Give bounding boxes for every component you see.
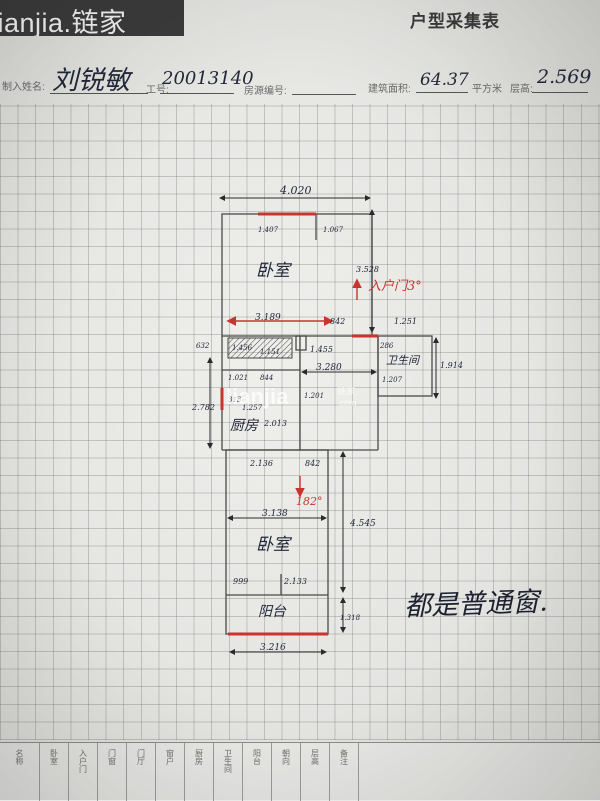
- dimension-lines: [207, 195, 439, 655]
- table-header-cell: 卫生间: [214, 743, 243, 801]
- top-sub-left-label: 1.407: [258, 226, 279, 234]
- table-header-cell: 厨房: [185, 743, 214, 801]
- entrance-door-label: 入户门3°: [368, 279, 422, 294]
- kitchen-a-label: 313: [228, 396, 242, 404]
- bottom-sub-left-label: 999: [233, 577, 248, 586]
- side-room-walls: [377, 335, 433, 397]
- small-a-label: 1.021: [228, 374, 248, 382]
- bottom-bedroom-label: 卧室: [256, 535, 293, 555]
- table-header-cell: 名称: [0, 743, 40, 801]
- employee-id-underline: [160, 93, 234, 94]
- table-header-cell: 卧室: [40, 743, 69, 801]
- top-sub-right-label: 1.067: [323, 226, 344, 234]
- bottom-width-label: 3.138: [262, 509, 288, 519]
- middle-span-label: 3.280: [316, 363, 342, 373]
- top-bedroom-label: 卧室: [256, 261, 293, 281]
- floor-area-value: 64.37: [420, 70, 469, 90]
- side-room-b-label: 1.207: [382, 376, 403, 384]
- bath-b-label: 1.151: [260, 348, 280, 356]
- middle-dim-mid-label: 842: [330, 317, 345, 326]
- balcony-depth-label: 1.318: [340, 614, 361, 622]
- watermark-brand: lianjia: [226, 384, 289, 409]
- floor-area-label: 建筑面积:: [368, 84, 411, 95]
- table-header-cell: 窗户: [156, 743, 185, 801]
- floor-area-unit: 平方米: [472, 84, 502, 95]
- table-header-cell: 朝向: [272, 743, 301, 801]
- name-underline: [50, 93, 148, 94]
- middle-dim-right-label: 1.251: [394, 317, 417, 326]
- left-offset-label: 632: [196, 342, 210, 350]
- form-title: 户型采集表: [410, 12, 500, 31]
- left-height-label: 2.782: [191, 403, 215, 412]
- bottom-form-table: 名称 卧室 入户门 门窗 门厅 窗户 厨房 卫生间 阳台 朝向 层高 备注: [0, 742, 600, 801]
- top-width-label: 4.020: [279, 184, 312, 197]
- kitchen-b-label: 1.257: [242, 404, 263, 412]
- red-markings: [220, 212, 378, 636]
- watermark-suffix: .com: [337, 398, 357, 408]
- bath-a-label: 1.456: [232, 344, 253, 352]
- table-header-cell: 门厅: [127, 743, 156, 801]
- ceiling-height-label: 层高:: [510, 84, 533, 95]
- top-depth-label: 3.528: [356, 265, 379, 274]
- side-room-a-label: 286: [379, 342, 394, 350]
- balcony-width-label: 3.216: [260, 643, 286, 653]
- side-room-label: 卫生间: [386, 354, 421, 367]
- middle-dim-left-label: 3.189: [255, 313, 281, 323]
- name-value: 刘锐敏: [52, 66, 131, 96]
- lower-dim-mid-label: 842: [305, 459, 320, 468]
- balcony-label: 阳台: [258, 604, 287, 620]
- kitchen-width-label: 2.013: [263, 419, 287, 428]
- small-b-label: 844: [260, 374, 273, 382]
- table-header-cell: 门窗: [98, 743, 127, 801]
- table-header-cell: 备注: [330, 743, 359, 801]
- center-label: 1.455: [310, 345, 333, 354]
- bottom-sub-right-label: 2.133: [283, 577, 307, 586]
- top-bedroom-walls: [221, 213, 373, 337]
- orientation-label: 182°: [296, 495, 323, 508]
- bottom-depth-label: 4.545: [349, 519, 376, 529]
- floor-area-underline: [416, 92, 468, 93]
- listing-id-underline: [292, 94, 356, 95]
- red-arrows: [226, 278, 362, 498]
- employee-id-value: 20013140: [162, 68, 254, 89]
- name-label: 制入姓名:: [2, 82, 45, 93]
- listing-id-label: 房源编号:: [244, 86, 287, 97]
- table-header-cell: 层高: [301, 743, 330, 801]
- side-room-height-label: 1.914: [440, 361, 463, 370]
- watermark-cn: 链家: [337, 385, 355, 396]
- lower-dim-left-label: 2.136: [249, 459, 273, 468]
- kitchen-label: 厨房: [230, 418, 259, 434]
- ceiling-height-underline: [532, 92, 588, 93]
- brand-logo: lianjia.链家: [0, 8, 127, 36]
- table-header-cell: 阳台: [243, 743, 272, 801]
- employee-id-label: 工号:: [146, 85, 169, 96]
- handwritten-remark: 都是普通窗.: [403, 586, 549, 623]
- column-label: 1.201: [304, 392, 324, 400]
- column-box: [295, 335, 307, 351]
- ceiling-height-value: 2.569: [537, 66, 592, 88]
- brand-logo-band: lianjia.链家: [0, 0, 184, 36]
- table-header-cell: 入户门: [69, 743, 98, 801]
- bathroom-hatched-area: [227, 337, 293, 359]
